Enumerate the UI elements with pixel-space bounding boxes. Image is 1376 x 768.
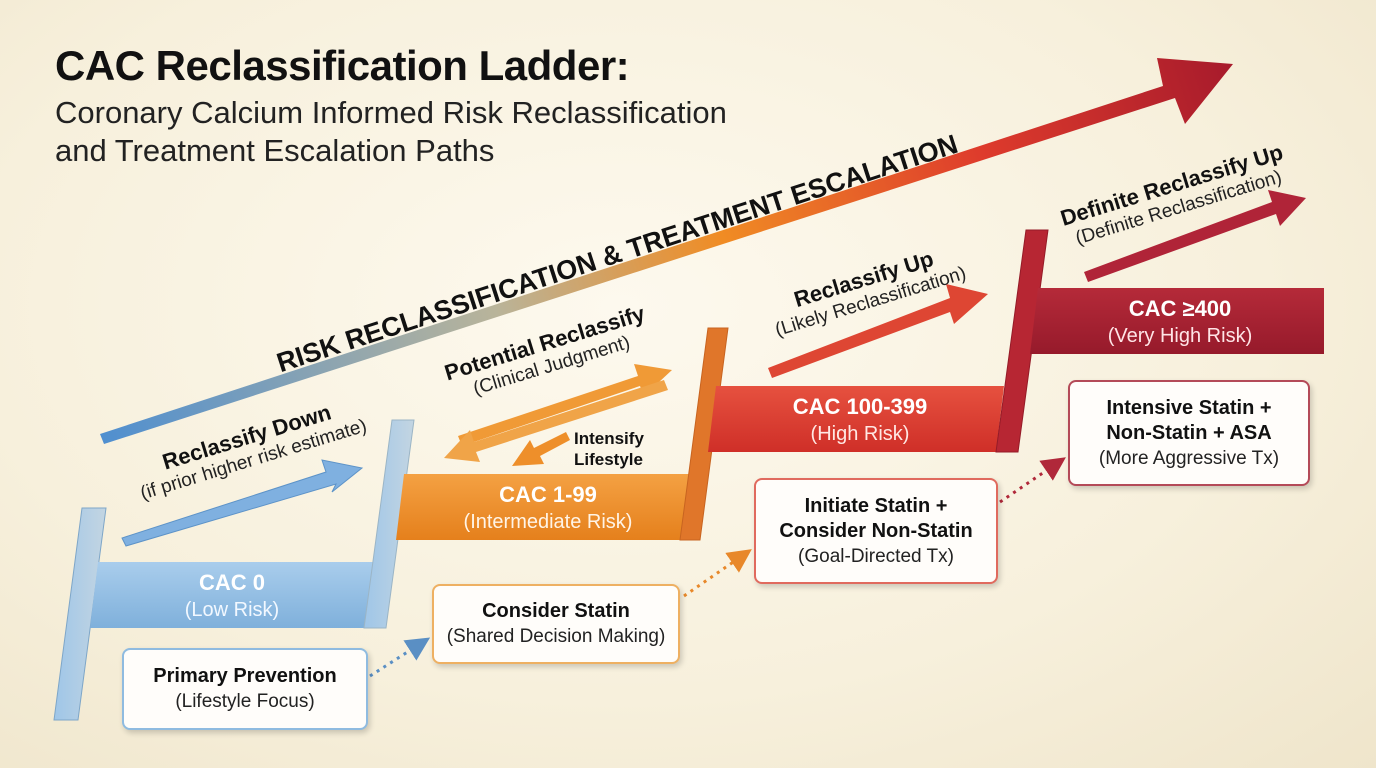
treatment-intensive-sub: (More Aggressive Tx) <box>1098 447 1280 469</box>
treatment-initiate-title: Initiate Statin + <box>804 494 948 517</box>
post-cac-1-99-right <box>679 327 729 541</box>
post-cac-0-left <box>53 507 107 721</box>
step-cac-400-label: CAC ≥400 <box>1129 296 1232 321</box>
step-cac-1-99-label: CAC 1-99 <box>499 482 597 507</box>
treatment-primary-sub: (Lifestyle Focus) <box>175 691 315 712</box>
intensify-line-2: Lifestyle <box>574 450 643 469</box>
step-cac-400 <box>1030 288 1324 354</box>
reclassify-up-arrow <box>768 284 988 378</box>
connector-primary-to-statin <box>369 637 431 678</box>
subtitle-line-1: Coronary Calcium Informed Risk Reclassif… <box>55 95 727 130</box>
treatment-primary-prevention: Primary Prevention (Lifestyle Focus) <box>122 648 368 730</box>
treatment-consider-sub: (Shared Decision Making) <box>446 626 666 647</box>
treatment-intensive-statin: Intensive Statin + Non-Statin + ASA (Mor… <box>1068 380 1310 486</box>
treatment-intensive-title: Intensive Statin + <box>1106 396 1272 419</box>
treatment-consider-title: Consider Statin <box>482 600 630 622</box>
treatment-consider-statin: Consider Statin (Shared Decision Making) <box>432 584 680 664</box>
step-cac-100-399-sub: (High Risk) <box>811 423 910 445</box>
step-cac-100-399-label: CAC 100-399 <box>793 394 928 419</box>
diagram-title: CAC Reclassification Ladder: <box>55 42 630 89</box>
step-cac-1-99-sub: (Intermediate Risk) <box>464 511 633 533</box>
potential-reclassify-arrow-back <box>444 380 668 462</box>
step-cac-0-sub: (Low Risk) <box>185 599 279 621</box>
connector-initiate-to-intensive <box>999 457 1066 504</box>
reclassify-down-arrow <box>121 459 364 547</box>
definite-reclassify-up-arrow <box>1084 190 1306 282</box>
intensify-line-1: Intensify <box>574 429 644 448</box>
step-cac-1-99 <box>396 474 702 540</box>
diagram-subtitle: Coronary Calcium Informed Risk Reclassif… <box>55 94 727 170</box>
post-cac-100-399-right <box>995 229 1049 453</box>
step-cac-0 <box>90 562 395 628</box>
treatment-primary-title: Primary Prevention <box>153 665 337 687</box>
intensify-lifestyle-label: Intensify Lifestyle <box>574 428 644 470</box>
treatment-initiate-statin: Initiate Statin + Consider Non-Statin (G… <box>754 478 998 584</box>
post-cac-0-right <box>363 419 415 629</box>
step-cac-400-sub: (Very High Risk) <box>1108 325 1252 347</box>
step-cac-0-label: CAC 0 <box>199 570 265 595</box>
step-cac-100-399 <box>708 386 1004 452</box>
escalation-big-arrow <box>100 58 1233 444</box>
potential-reclassify-arrow-up <box>458 364 672 446</box>
connector-statin-to-initiate <box>683 549 752 598</box>
intensify-lifestyle-arrow <box>512 432 570 466</box>
subtitle-line-2: and Treatment Escalation Paths <box>55 133 495 168</box>
treatment-initiate-sub: (Goal-Directed Tx) <box>798 545 954 567</box>
treatment-initiate-title-2: Consider Non-Statin <box>779 519 973 542</box>
treatment-intensive-title-2: Non-Statin + ASA <box>1106 421 1272 444</box>
